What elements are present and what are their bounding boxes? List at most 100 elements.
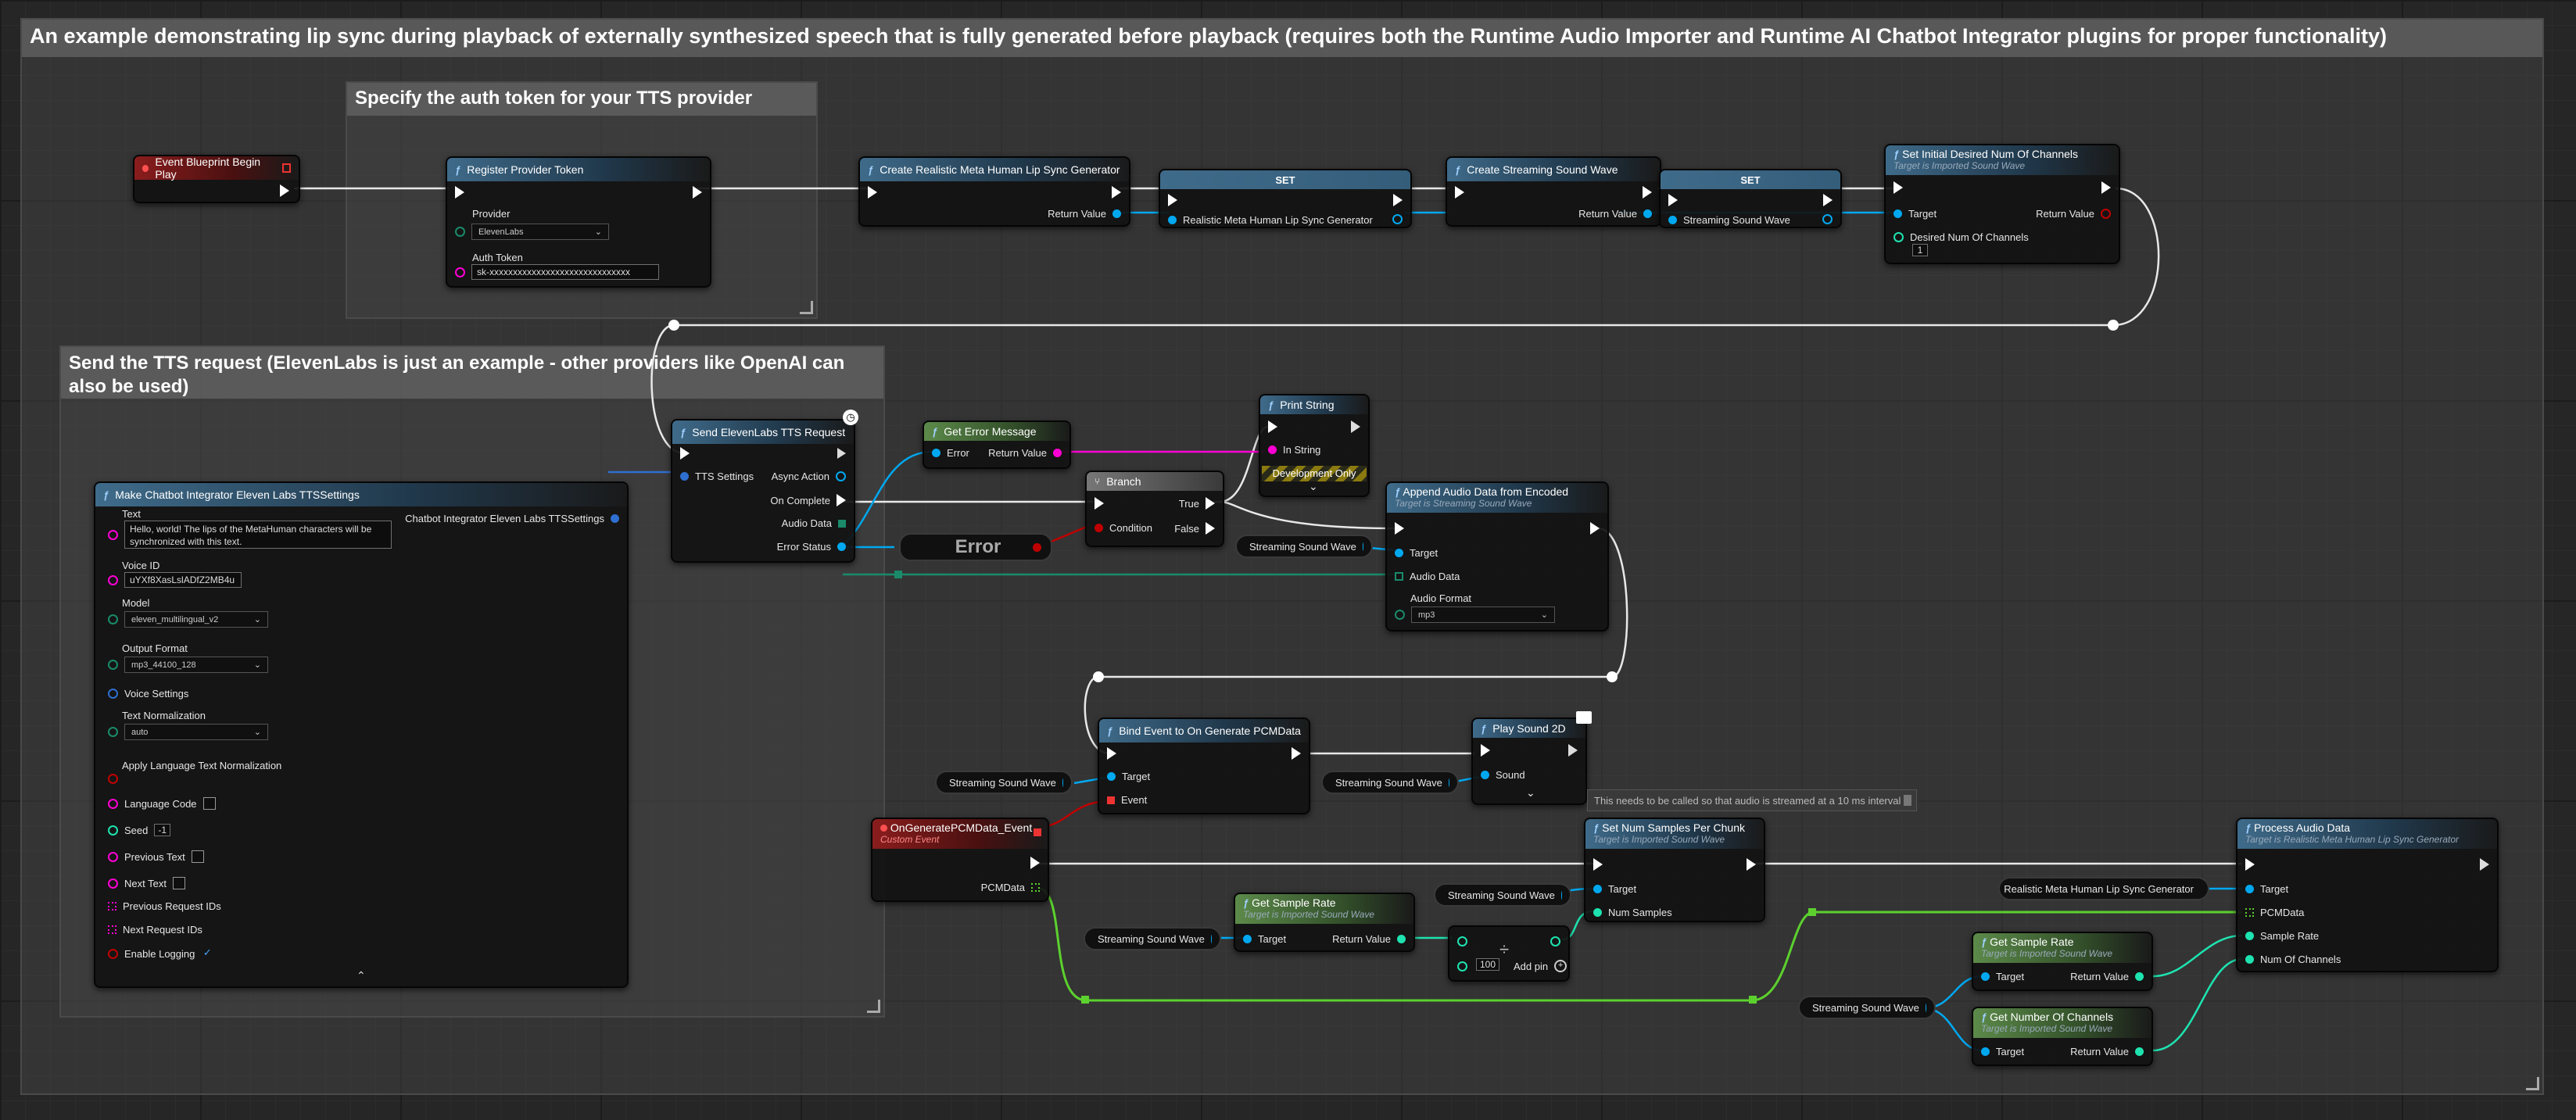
- streaming-wave-var[interactable]: Streaming Sound Wave: [1321, 771, 1459, 794]
- divisor-field[interactable]: 100: [1476, 958, 1500, 971]
- true-exec-pin[interactable]: True: [1179, 497, 1215, 510]
- prev-text-pin[interactable]: Previous Text: [108, 850, 204, 863]
- exec-in-pin[interactable]: [1668, 194, 1678, 206]
- add-pin-button[interactable]: Add pin+: [1514, 960, 1567, 972]
- reroute-node[interactable]: [1749, 996, 1757, 1004]
- target-pin[interactable]: Target: [1243, 933, 1286, 945]
- get-error-message-node[interactable]: ƒ Get Error Message Error Return Value: [923, 420, 1071, 469]
- exec-out-pin[interactable]: [1351, 420, 1360, 433]
- return-value-pin[interactable]: Return Value: [2070, 1046, 2144, 1057]
- return-value-pin[interactable]: Return Value: [2036, 208, 2111, 220]
- target-pin[interactable]: Target: [1981, 971, 2024, 982]
- target-pin[interactable]: Target: [1893, 208, 1936, 220]
- exec-out-pin[interactable]: [1030, 857, 1040, 869]
- auth-token-field[interactable]: sk-xxxxxxxxxxxxxxxxxxxxxxxxxxxxxx: [471, 264, 659, 280]
- exec-out-pin[interactable]: [1590, 522, 1600, 535]
- streaming-wave-var[interactable]: Streaming Sound Wave: [1084, 927, 1221, 950]
- target-pin[interactable]: Target: [2245, 883, 2288, 895]
- target-pin[interactable]: Target: [1107, 771, 1150, 782]
- pcm-custom-event-node[interactable]: OnGeneratePCMData_Event Custom Event PCM…: [871, 818, 1049, 902]
- async-action-pin[interactable]: Async Action: [772, 471, 846, 482]
- exec-in-pin[interactable]: [680, 447, 690, 460]
- apply-norm-pin[interactable]: [108, 774, 118, 784]
- lang-code-pin[interactable]: Language Code: [108, 797, 216, 810]
- model-dropdown[interactable]: eleven_multilingual_v2⌄: [124, 611, 268, 628]
- voice-id-pin[interactable]: uYXf8XasLslADfZ2MB4u: [108, 572, 242, 588]
- collapse-icon[interactable]: ⌃: [356, 969, 366, 982]
- reroute-node[interactable]: [894, 571, 902, 578]
- exec-out-pin[interactable]: [2101, 181, 2111, 194]
- set-initial-channels-node[interactable]: ƒ Set Initial Desired Num Of Channels Ta…: [1884, 144, 2120, 264]
- exec-in-pin[interactable]: [1593, 858, 1603, 871]
- event-pin[interactable]: Event: [1107, 794, 1147, 806]
- register-provider-token-node[interactable]: ƒ Register Provider Token Provider Eleve…: [446, 156, 711, 288]
- get-sample-rate-node[interactable]: ƒ Get Sample Rate Target is Imported Sou…: [1972, 932, 2153, 991]
- seed-field[interactable]: -1: [154, 824, 171, 836]
- target-pin[interactable]: Target: [1593, 883, 1636, 895]
- audio-data-pin[interactable]: Audio Data: [1395, 571, 1460, 582]
- prev-ids-pin[interactable]: Previous Request IDs: [108, 900, 221, 912]
- exec-in-pin[interactable]: [1107, 747, 1116, 760]
- wave-var-pin[interactable]: Streaming Sound Wave: [1668, 214, 1790, 226]
- reroute-node[interactable]: [1808, 908, 1816, 916]
- process-audio-data-node[interactable]: ƒ Process Audio Data Target is Realistic…: [2236, 818, 2499, 972]
- wave-out-pin[interactable]: [1822, 214, 1833, 224]
- exec-in-pin[interactable]: [455, 186, 464, 199]
- text-pin[interactable]: Hello, world! The lips of the MetaHuman …: [108, 521, 392, 549]
- scroll-icon[interactable]: [1904, 795, 1911, 806]
- prev-text-field[interactable]: [191, 850, 204, 863]
- bind-event-node[interactable]: ƒ Bind Event to On Generate PCMData Targ…: [1098, 717, 1310, 814]
- error-input-pin[interactable]: Error: [932, 447, 969, 459]
- format-dropdown[interactable]: mp3⌄: [1411, 607, 1555, 623]
- lang-code-field[interactable]: [202, 797, 216, 810]
- seed-pin[interactable]: Seed -1: [108, 824, 171, 836]
- exec-out-pin[interactable]: [2480, 858, 2489, 871]
- exec-out-pin[interactable]: [280, 184, 289, 197]
- desired-channels-pin[interactable]: Desired Num Of Channels: [1893, 231, 2029, 243]
- streaming-wave-var[interactable]: Streaming Sound Wave: [1798, 996, 1936, 1019]
- next-text-pin[interactable]: Next Text: [108, 877, 185, 889]
- target-pin[interactable]: Target: [1981, 1046, 2024, 1057]
- exec-out-pin[interactable]: [1568, 744, 1578, 757]
- resize-handle[interactable]: [800, 301, 813, 314]
- sample-rate-pin[interactable]: Sample Rate: [2245, 930, 2319, 942]
- on-complete-pin[interactable]: On Complete: [770, 494, 846, 506]
- append-audio-node[interactable]: ƒ Append Audio Data from Encoded Target …: [1385, 481, 1609, 632]
- model-pin[interactable]: eleven_multilingual_v2⌄: [108, 611, 268, 628]
- exec-in-pin[interactable]: [868, 186, 877, 199]
- next-ids-pin[interactable]: Next Request IDs: [108, 924, 202, 936]
- divide-node[interactable]: ÷ 100 Add pin+: [1448, 925, 1570, 982]
- send-tts-request-node[interactable]: ƒ Send ElevenLabs TTS Request ◷ TTS Sett…: [671, 410, 858, 563]
- set-wave-node[interactable]: SET Streaming Sound Wave: [1659, 169, 1842, 228]
- streaming-wave-var[interactable]: Streaming Sound Wave: [1235, 535, 1373, 558]
- exec-out-pin[interactable]: [822, 447, 846, 460]
- chevron-down-icon[interactable]: ⌄: [1309, 480, 1318, 492]
- exec-in-pin[interactable]: [1481, 744, 1490, 757]
- make-tts-settings-node[interactable]: ƒ Make Chatbot Integrator Eleven Labs TT…: [94, 481, 629, 988]
- exec-in-pin[interactable]: [1095, 497, 1104, 510]
- event-begin-play-node[interactable]: Event Blueprint Begin Play: [133, 155, 300, 203]
- format-dropdown[interactable]: mp3_44100_128⌄: [124, 657, 268, 673]
- voice-settings-pin[interactable]: Voice Settings: [108, 688, 188, 700]
- resize-handle[interactable]: [2526, 1077, 2539, 1090]
- error-status-pin[interactable]: Error Status: [777, 541, 846, 553]
- reroute-node[interactable]: [1081, 996, 1089, 1004]
- exec-in-pin[interactable]: [1268, 420, 1277, 433]
- exec-out-pin[interactable]: [1393, 194, 1403, 206]
- exec-out-pin[interactable]: [1112, 186, 1121, 199]
- return-value-pin[interactable]: Return Value: [988, 447, 1062, 459]
- reroute-node[interactable]: [1093, 671, 1104, 682]
- set-num-samples-node[interactable]: ƒ Set Num Samples Per Chunk Target is Im…: [1584, 818, 1765, 922]
- channels-field[interactable]: 1: [1912, 244, 1928, 256]
- exec-out-pin[interactable]: [1823, 194, 1833, 206]
- delegate-pin[interactable]: [281, 163, 291, 173]
- exec-out-pin[interactable]: [1292, 747, 1301, 760]
- format-pin[interactable]: mp3⌄: [1395, 607, 1555, 623]
- create-streaming-wave-node[interactable]: ƒ Create Streaming Sound Wave Return Val…: [1446, 156, 1661, 227]
- exec-out-pin[interactable]: [1747, 858, 1756, 871]
- tts-settings-pin[interactable]: TTS Settings: [680, 471, 754, 482]
- result-output-pin[interactable]: [1550, 936, 1560, 946]
- return-value-pin[interactable]: Return Value: [2070, 971, 2144, 982]
- get-num-channels-node[interactable]: ƒ Get Number Of Channels Target is Impor…: [1972, 1007, 2153, 1066]
- generator-var[interactable]: Realistic Meta Human Lip Sync Generator: [1998, 877, 2209, 900]
